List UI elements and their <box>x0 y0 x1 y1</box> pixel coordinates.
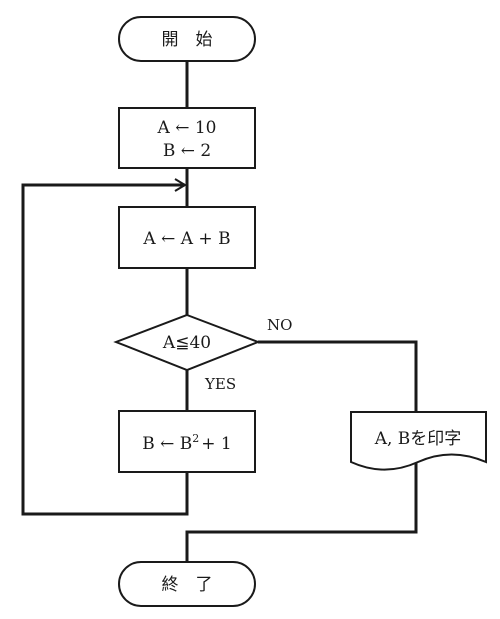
connector-lines <box>21 61 418 562</box>
update-b-process: B ← B2+ 1 <box>118 410 256 473</box>
start-terminator: 開 始 <box>118 16 256 62</box>
end-terminator-shape <box>118 561 256 607</box>
condition-decision: A≦40 YES NO <box>113 313 292 393</box>
update-b-prefix: B ← B <box>142 434 192 454</box>
start-label: 開 始 <box>162 30 213 50</box>
connector-no-branch <box>258 340 418 412</box>
init-process: A ← 10 B ← 2 <box>118 107 256 169</box>
start-terminator-shape <box>118 16 256 62</box>
print-label: A, Bを印字 <box>374 429 462 449</box>
init-process-box <box>118 107 256 169</box>
connector-print-to-end <box>185 462 418 562</box>
condition-diamond <box>113 313 261 372</box>
print-document: A, Bを印字 <box>350 411 487 471</box>
end-label: 終 了 <box>162 575 213 595</box>
end-terminator: 終 了 <box>118 561 256 607</box>
loop-back-arrow <box>21 178 189 516</box>
print-document-shape <box>350 411 487 471</box>
update-b-label: B ← B2+ 1 <box>142 432 232 454</box>
update-a-process-box <box>118 206 256 269</box>
update-a-label: A ← A + B <box>142 229 230 249</box>
update-a-process: A ← A + B <box>118 206 256 269</box>
yes-label: YES <box>204 375 236 393</box>
update-b-exponent: 2 <box>192 432 199 445</box>
no-label: NO <box>267 316 292 334</box>
update-b-process-box <box>118 410 256 473</box>
init-line-b: B ← 2 <box>163 141 211 161</box>
condition-label: A≦40 <box>162 333 211 353</box>
update-b-suffix: + 1 <box>201 434 231 454</box>
init-line-a: A ← 10 <box>157 118 217 138</box>
